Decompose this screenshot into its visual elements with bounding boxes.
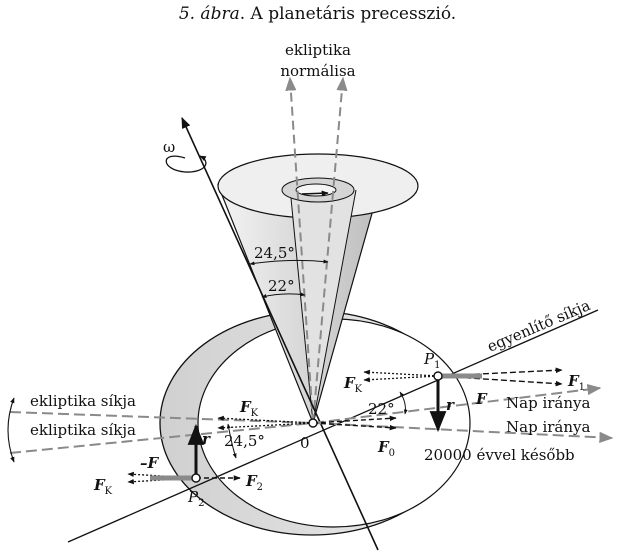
- p1-label: P1: [423, 350, 440, 371]
- fk-label-p1: FK: [343, 374, 363, 395]
- angle-arc-inner: [261, 292, 306, 298]
- ecliptic-plane-line-1: [9, 411, 314, 424]
- normal-label-line1: ekliptika: [285, 41, 351, 59]
- minus-f-label: –F: [140, 454, 160, 472]
- equator-plane-line: [67, 309, 599, 543]
- sun-direction-arrow-1: [312, 383, 602, 424]
- rotation-axis: [181, 116, 379, 551]
- equator-plane-label: egyenlítő síkja: [485, 296, 593, 356]
- caption-text: . A planetáris precesszió.: [239, 4, 457, 24]
- angle-inner-label: 22°: [268, 277, 295, 295]
- fk-label-p2: FK: [93, 476, 113, 497]
- f-label-p1: F: [475, 390, 488, 408]
- fk-arrow-p1b: [363, 375, 439, 383]
- angle-arc-22-right: [399, 391, 408, 415]
- origin-point: [308, 418, 318, 428]
- figure-caption: 5. ábra. A planetáris precesszió.: [0, 4, 635, 24]
- omega-label: ω: [163, 138, 175, 156]
- r-label-p2: r: [202, 430, 211, 448]
- f0-label: F0: [377, 438, 395, 459]
- ecliptic-normal-arrow-1: [285, 76, 314, 424]
- normal-label-line2: normálisa: [280, 62, 355, 80]
- later-label: 20000 évvel később: [424, 446, 575, 464]
- omega-rotation-arrow: [165, 155, 207, 173]
- ecliptic-normal-arrow-2: [312, 76, 348, 424]
- forces-p2: [127, 423, 241, 485]
- fk-center-label: FK: [239, 398, 259, 419]
- angle-outer-label: 24,5°: [254, 244, 295, 262]
- ecliptic-plane-line-2: [9, 422, 314, 454]
- sun-direction-label-1: Nap iránya: [506, 394, 590, 412]
- angle-22-right-label: 22°: [368, 400, 395, 418]
- ecliptic-tilt-arc: [7, 397, 15, 463]
- f1-label: F1: [567, 372, 585, 393]
- sun-direction-label-2: Nap iránya: [506, 418, 590, 436]
- fk-arrow-p2: [127, 471, 197, 479]
- p2-label: P2: [187, 488, 204, 509]
- angle-arc-outer: [249, 259, 329, 266]
- angle-245-left-label: 24,5°: [224, 432, 265, 450]
- ecliptic-plane-label-2: ekliptika síkja: [30, 421, 136, 439]
- precession-cone: [217, 153, 419, 425]
- f0-arrow-a: [312, 415, 397, 424]
- forces-p1: [363, 367, 563, 433]
- f0-arrow-b: [312, 422, 397, 431]
- f2-label: F2: [245, 472, 263, 493]
- fk-arrow-p2b: [127, 477, 197, 485]
- ecliptic-plane-label-1: ekliptika síkja: [30, 392, 136, 410]
- fk-arrow-p1: [363, 369, 439, 377]
- r-label-p1: r: [446, 396, 455, 414]
- caption-number: 5. ábra: [178, 4, 240, 24]
- origin-label: 0: [300, 434, 310, 452]
